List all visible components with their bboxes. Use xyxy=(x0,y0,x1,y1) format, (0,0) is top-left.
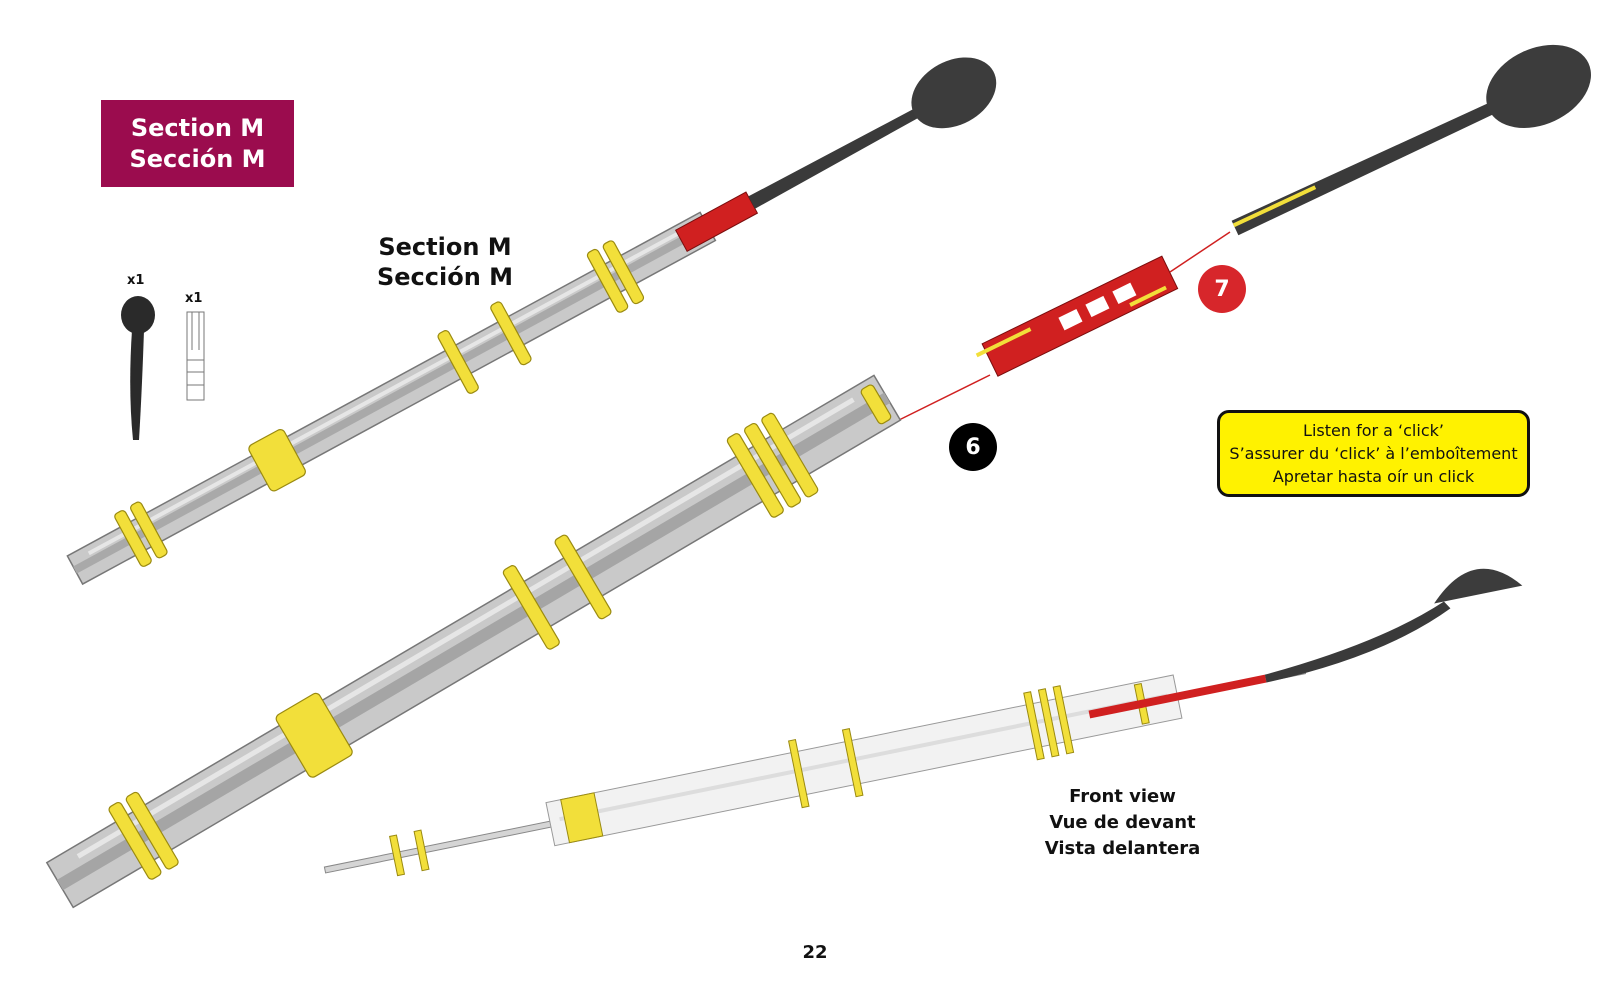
ladle-quantity: x1 xyxy=(127,273,145,288)
assembly-top xyxy=(66,57,997,586)
arrow-step-7 xyxy=(1169,231,1231,273)
section-label: Section M Sección M xyxy=(365,232,525,292)
front-view-es: Vista delantera xyxy=(1044,838,1201,859)
section-title-es: Sección M xyxy=(129,144,266,173)
ladle-part-icon xyxy=(121,296,155,440)
section-label-en: Section M xyxy=(378,233,512,261)
front-view-caption: Front view Vue de devant Vista delantera xyxy=(1030,784,1215,862)
note-fr: S’assurer du ‘click’ à l’emboîtement xyxy=(1229,444,1518,463)
section-label-es: Sección M xyxy=(376,263,514,291)
ladle-exploded xyxy=(1231,44,1591,236)
front-view-en: Front view xyxy=(1069,786,1176,807)
arrow-step-6 xyxy=(894,374,991,423)
connector-quantity: x1 xyxy=(185,291,203,306)
note-en: Listen for a ‘click’ xyxy=(1303,421,1444,440)
assembly-middle xyxy=(45,374,902,909)
section-title-box: Section M Sección M xyxy=(101,100,294,187)
assembly-front-view xyxy=(323,568,1523,877)
note-es: Apretar hasta oír un click xyxy=(1272,467,1475,486)
step-7-badge: 7 xyxy=(1198,265,1246,313)
page-number: 22 xyxy=(802,942,828,963)
connector-exploded xyxy=(975,255,1179,377)
step-6-badge: 6 xyxy=(949,423,997,471)
front-view-fr: Vue de devant xyxy=(1049,812,1196,833)
click-note-box: Listen for a ‘click’ S’assurer du ‘click… xyxy=(1217,410,1530,497)
section-title-en: Section M xyxy=(130,113,265,142)
connector-part-icon xyxy=(186,311,205,401)
